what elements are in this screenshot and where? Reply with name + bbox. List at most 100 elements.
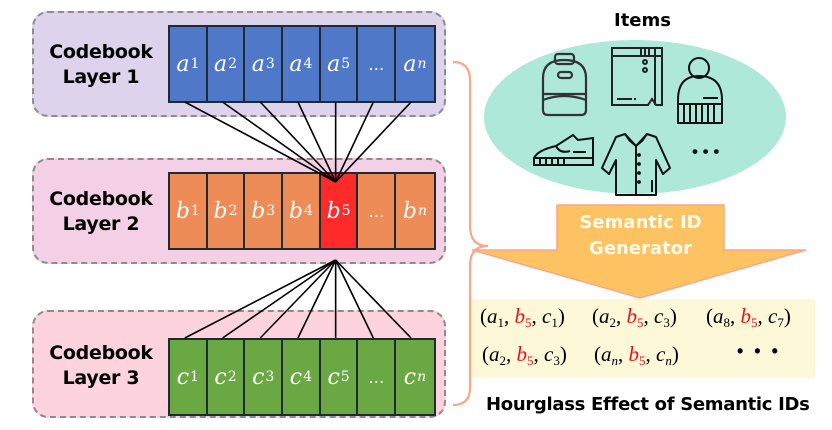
layer-1-label-line2: Layer 1 <box>62 66 140 88</box>
cell-symbol: a <box>289 51 303 77</box>
layer-3-label: Codebook Layer 3 <box>34 341 168 391</box>
cell-index: 4 <box>303 369 313 385</box>
cell-index: 3 <box>266 203 276 219</box>
semantic-id-tuple: (a1, b5, c1) <box>480 304 565 330</box>
codebook-cell: … <box>358 27 397 101</box>
semantic-ids-more: • • • <box>737 341 781 361</box>
cell-index: 2 <box>228 203 238 219</box>
layer-3-label-line2: Layer 3 <box>62 367 140 389</box>
cell-index: 3 <box>265 369 275 385</box>
connector-line <box>335 259 412 339</box>
connector-line <box>334 101 375 183</box>
cell-symbol: c <box>176 364 190 390</box>
layer-2-label-line1: Codebook <box>49 188 153 210</box>
beanie-hat-icon <box>677 57 723 124</box>
layer-1-label-line1: Codebook <box>49 41 153 63</box>
items-more-ellipsis: • • • <box>692 142 720 161</box>
connector-line <box>334 259 375 339</box>
items-title: Items <box>614 10 671 31</box>
semantic-id-tuple: (a8, b5, c7) <box>706 304 791 330</box>
cell-symbol: a <box>251 51 265 77</box>
layer-3-label-line1: Codebook <box>49 342 153 364</box>
connector-line <box>259 259 337 339</box>
cell-index: 5 <box>341 56 351 72</box>
cell-index: 1 <box>190 369 199 385</box>
cell-index: 5 <box>341 203 351 219</box>
caption: Hourglass Effect of Semantic IDs <box>486 394 810 415</box>
cell-index: 3 <box>265 56 275 72</box>
semantic-ids-box: (a1, b5, c1) (a2, b5, c3) (a8, b5, c7) (a2… <box>472 299 815 378</box>
cell-symbol: … <box>368 367 385 387</box>
cell-symbol: a <box>176 51 190 77</box>
generator-arrow <box>471 204 807 299</box>
cell-index: 5 <box>340 369 350 385</box>
layer-2-label: Codebook Layer 2 <box>34 187 168 237</box>
cell-symbol: a <box>327 51 341 77</box>
cell-symbol: c <box>403 364 417 390</box>
semantic-id-tuple: (a2, b5, c3) <box>482 342 567 368</box>
cell-symbol: a <box>214 51 228 77</box>
connector-line <box>184 101 337 183</box>
hourglass-connectors <box>184 101 412 339</box>
sneaker-icon <box>533 133 594 166</box>
layer-2-label-line2: Layer 2 <box>62 213 140 235</box>
connector-line <box>297 101 337 183</box>
connector-line <box>222 101 337 183</box>
codebook-cell: … <box>358 174 397 248</box>
layer-1-label: Codebook Layer 1 <box>34 40 168 90</box>
cell-index: 1 <box>190 203 200 219</box>
cell-index: 4 <box>303 203 313 219</box>
cell-index: 4 <box>303 56 313 72</box>
connector-line <box>222 259 337 339</box>
shorts-icon <box>611 47 663 106</box>
cell-symbol: b <box>402 198 417 224</box>
semantic-id-tuple: (a2, b5, c3) <box>592 304 677 330</box>
generator-label: Semantic ID Generator <box>557 210 724 262</box>
codebook-cell: … <box>358 340 397 414</box>
cell-index: 2 <box>227 369 237 385</box>
cell-symbol: c <box>214 364 227 390</box>
curly-brace <box>452 60 489 407</box>
connector-line <box>297 259 337 339</box>
cell-symbol: a <box>403 51 417 77</box>
generator-label-line2: Generator <box>589 238 692 259</box>
semantic-id-tuple: (an, b5, cn) <box>594 342 679 368</box>
cell-symbol: c <box>289 364 303 390</box>
cell-symbol: b <box>326 198 341 224</box>
cell-index: n <box>417 56 427 72</box>
cell-index: 1 <box>190 56 200 72</box>
cell-symbol: c <box>252 364 265 390</box>
cell-symbol: b <box>175 198 190 224</box>
connector-line <box>184 259 337 339</box>
cell-index: 2 <box>228 56 238 72</box>
cell-symbol: c <box>327 364 340 390</box>
cell-index: n <box>417 369 427 385</box>
cell-symbol: … <box>368 54 385 74</box>
shirt-icon <box>601 133 671 196</box>
generator-label-line1: Semantic ID <box>579 212 702 233</box>
